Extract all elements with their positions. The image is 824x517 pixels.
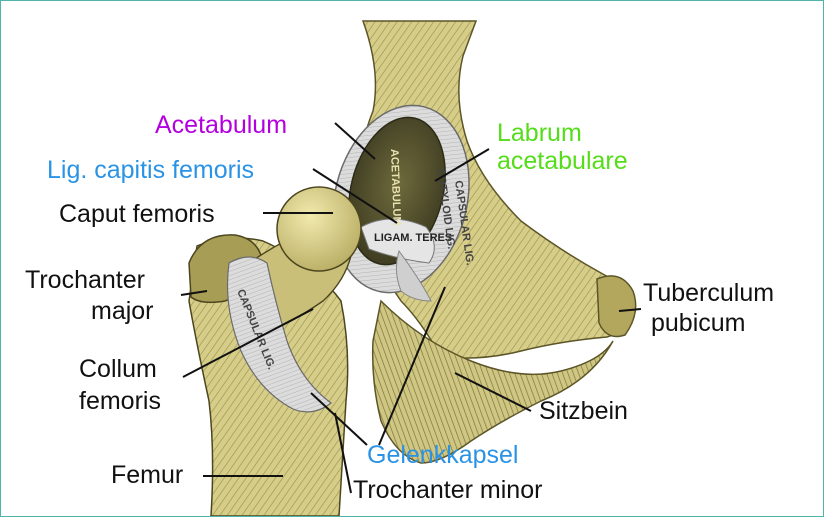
label-gelenkkapsel: Gelenkkapsel [367,441,518,469]
label-trochanter-major-1: Trochanter [25,266,145,294]
label-sitzbein: Sitzbein [539,397,628,425]
label-trochanter-major-2: major [91,297,154,325]
femoral-head [277,187,361,271]
label-caput-femoris: Caput femoris [59,200,215,228]
label-femur: Femur [111,461,183,489]
label-trochanter-minor: Trochanter minor [353,476,542,504]
label-collum-femoris-2: femoris [79,387,161,415]
label-lig-capitis-femoris: Lig. capitis femoris [47,156,254,184]
label-tuberculum-1: Tuberculum [643,279,774,307]
label-labrum-1: Labrum [497,119,582,147]
engraving-ligam-teres: LIGAM. TERES [374,232,452,244]
label-labrum-2: acetabulare [497,147,628,175]
label-acetabulum: Acetabulum [155,111,287,139]
label-tuberculum-2: pubicum [651,309,746,337]
label-collum-femoris-1: Collum [79,355,157,383]
pubic-tubercle [597,276,636,337]
